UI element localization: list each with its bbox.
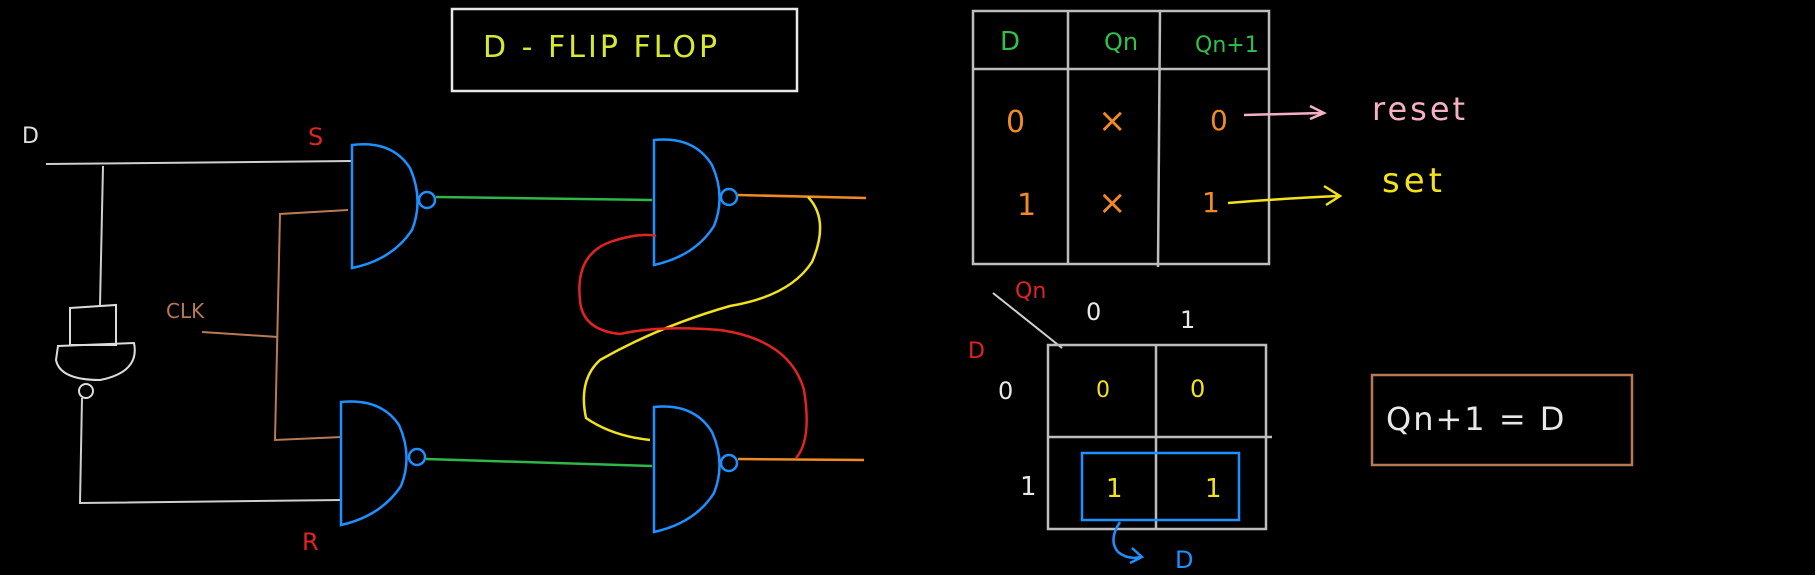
tt-row1-qn: ×	[1098, 101, 1127, 141]
title-box	[450, 7, 799, 93]
inverter-gate	[69, 303, 117, 346]
nand-gate-s	[350, 143, 419, 270]
tt-row2-qn1: 1	[1202, 186, 1220, 219]
tt-header-d: D	[1000, 27, 1020, 57]
kmap-col-label-1: 1	[1180, 306, 1195, 334]
tt-header-qn1: Qn+1	[1195, 33, 1259, 58]
input-d-label: D	[22, 124, 39, 149]
reset-note: reset	[1372, 90, 1468, 128]
nand-q-bubble	[719, 187, 739, 207]
inverter-body	[54, 341, 136, 382]
kmap-group-label: D	[1175, 546, 1193, 574]
inverter-bubble	[78, 383, 94, 399]
kmap-cell: 1	[1106, 474, 1123, 504]
tt-row1-qn1: 0	[1210, 104, 1228, 137]
kmap-cell: 1	[1205, 474, 1222, 504]
kmap-group-arrow	[1112, 521, 1145, 565]
tt-row1-d: 0	[1006, 105, 1025, 140]
nand-gate-q	[652, 138, 721, 267]
d-bar-wire	[78, 397, 343, 505]
clk-bus-wire	[273, 209, 349, 442]
kmap-col-var: Qn	[1015, 279, 1046, 304]
nand-gate-qbar	[652, 405, 721, 534]
nand-qbar-bubble	[719, 453, 739, 473]
qbar-output-wire	[737, 457, 865, 462]
nand-r-bubble	[407, 447, 427, 467]
nand-gate-r	[339, 400, 408, 527]
clk-label: CLK	[166, 299, 205, 323]
qbar-feedback-wire	[578, 233, 808, 459]
kmap-cell: 0	[1096, 378, 1110, 403]
equation-box	[1370, 373, 1634, 467]
d-input-wire	[45, 160, 353, 165]
truth-table-divider	[1156, 10, 1162, 268]
clk-wire	[201, 331, 279, 338]
r-to-latch-wire	[425, 457, 653, 468]
kmap-row-var: D	[968, 339, 985, 364]
r-label: R	[302, 528, 319, 556]
tt-header-qn: Qn	[1104, 28, 1138, 56]
page-title: D - FLIP FLOP	[483, 30, 720, 65]
truth-table-frame	[971, 9, 1271, 266]
kmap-diagonal	[992, 292, 1063, 349]
reset-arrow	[1243, 104, 1327, 121]
s-label: S	[308, 123, 323, 151]
set-note: set	[1382, 161, 1446, 201]
tt-row2-qn: ×	[1098, 183, 1127, 223]
s-to-latch-wire	[435, 195, 653, 202]
q-output-wire	[737, 193, 867, 200]
equation-text: Qn+1 = D	[1386, 400, 1566, 438]
set-arrow	[1227, 184, 1343, 207]
d-branch-wire	[99, 165, 104, 306]
kmap-col-label-0: 0	[1086, 298, 1101, 326]
tt-row2-d: 1	[1017, 188, 1036, 223]
nand-s-bubble	[417, 190, 437, 210]
kmap-cell: 0	[1190, 375, 1205, 403]
q-feedback-wire	[582, 196, 822, 442]
kmap-row-label-0: 0	[998, 377, 1013, 405]
kmap-row-label-1: 1	[1020, 472, 1037, 502]
kmap-group-box	[1080, 451, 1241, 522]
